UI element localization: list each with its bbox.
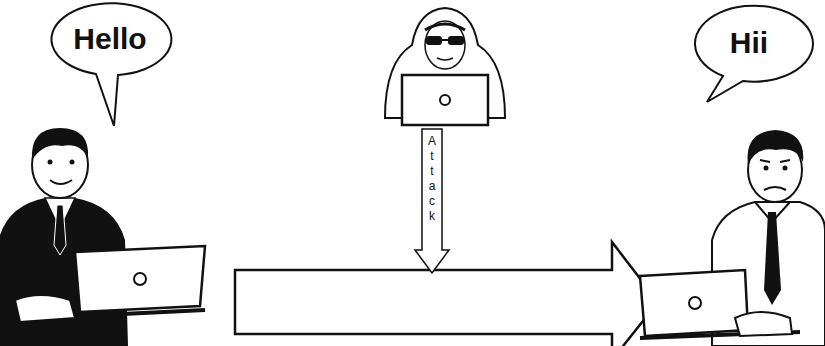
arrow-label: Attack <box>418 134 446 224</box>
speech-bubble: Hello <box>48 2 172 128</box>
attacker-person <box>385 8 505 125</box>
receiver-person <box>640 130 825 346</box>
speech-text: Hii <box>688 26 810 60</box>
outline-path <box>51 3 171 126</box>
sender-person <box>0 128 205 346</box>
message-arrow <box>235 242 658 346</box>
speech-text: Hello <box>48 22 172 56</box>
outline-path <box>415 129 449 273</box>
attack-arrow: Attack <box>418 128 446 274</box>
node-outline <box>48 2 172 128</box>
speech-bubble: Hii <box>688 4 810 104</box>
